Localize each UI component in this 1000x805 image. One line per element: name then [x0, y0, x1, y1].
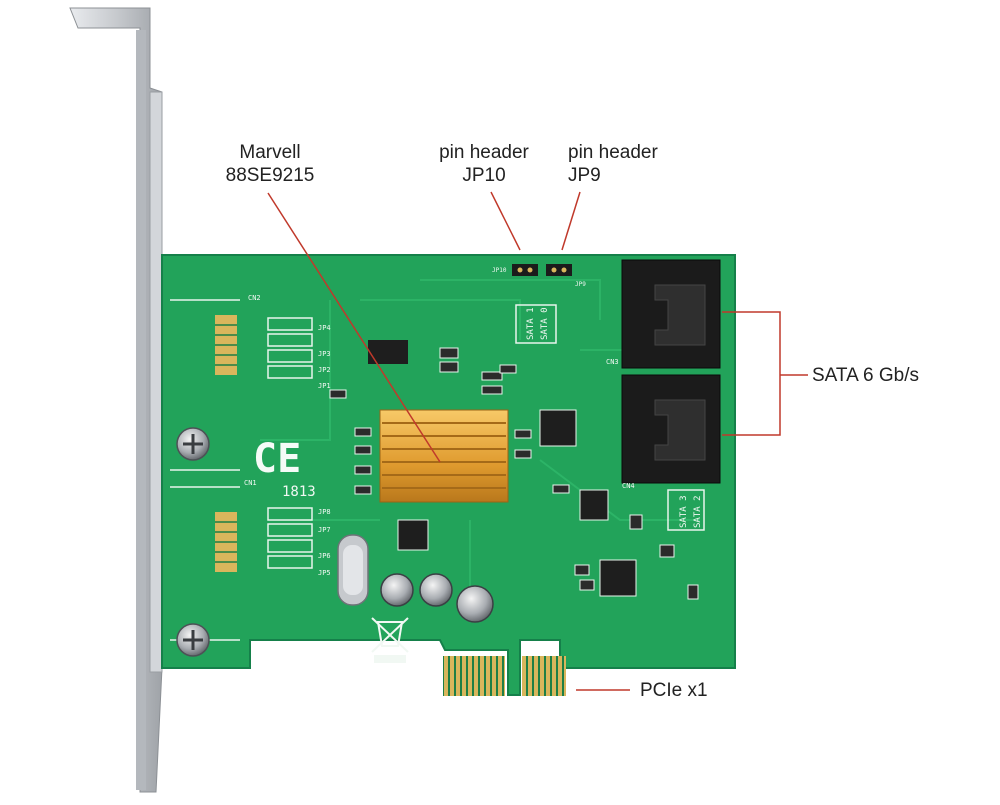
jumper-label: JP8 [318, 508, 331, 516]
sata-silkscreen [515, 304, 705, 531]
controller-callout: Marvell 88SE9215 [215, 141, 325, 187]
controller-callout-line1: Marvell [239, 142, 301, 163]
jp10-callout-line2: JP10 [462, 165, 506, 186]
sata-bracket [722, 311, 808, 436]
connector-label: CN4 [622, 482, 635, 490]
ce-mark-text: CE [253, 436, 301, 482]
sata-port-label: SATA 2 [693, 495, 703, 528]
small-ic [368, 340, 408, 364]
heatsink [379, 409, 509, 503]
weee-icon [371, 617, 409, 663]
jumper-label: JP4 [318, 324, 331, 332]
sata-connector [621, 259, 721, 369]
crystal-oscillator [337, 534, 369, 606]
header-label: JP10 [492, 267, 507, 274]
pcie-edge-connector [443, 656, 566, 696]
controller-leader [267, 192, 441, 463]
jp9-callout-line1: pin header [568, 142, 658, 163]
connector-label: CN2 [248, 294, 261, 302]
jumper-label: JP5 [318, 569, 331, 577]
jumper-label: JP2 [318, 366, 331, 374]
pcie-callout: PCIe x1 [640, 680, 708, 701]
controller-callout-line2: 88SE9215 [225, 165, 315, 186]
jp9-callout-line2: JP9 [568, 165, 601, 186]
pin-headers [512, 264, 572, 276]
ce-mark: CE [253, 436, 301, 482]
jumper-blocks [267, 317, 313, 569]
sata-callout: SATA 6 Gb/s [812, 365, 920, 386]
jumper-label: JP6 [318, 552, 331, 560]
jp9-leader [561, 191, 581, 251]
jp10-leader [490, 191, 521, 251]
capacitors [380, 573, 494, 623]
connector-label: CN3 [606, 358, 619, 366]
date-code: 1813 [282, 484, 316, 500]
smd-components [329, 347, 699, 600]
jp9-callout: pin header JP9 [568, 141, 680, 187]
internal-connectors [170, 299, 240, 641]
sata-port-label: SATA 3 [679, 495, 689, 528]
connector-label: CN1 [244, 479, 257, 487]
jp10-callout: pin header JP10 [428, 141, 540, 187]
mounting-screw [176, 427, 210, 657]
jp10-callout-line1: pin header [439, 142, 529, 163]
callout-leaders [267, 191, 808, 691]
jumper-label: JP1 [318, 382, 331, 390]
sata-port-label: SATA 0 [540, 307, 550, 340]
jumper-label: JP3 [318, 350, 331, 358]
jumper-label: JP7 [318, 526, 331, 534]
pci-bracket [69, 7, 163, 793]
sata-connector [621, 374, 721, 484]
header-label: JP9 [575, 281, 586, 288]
sata-port-label: SATA 1 [526, 307, 536, 340]
